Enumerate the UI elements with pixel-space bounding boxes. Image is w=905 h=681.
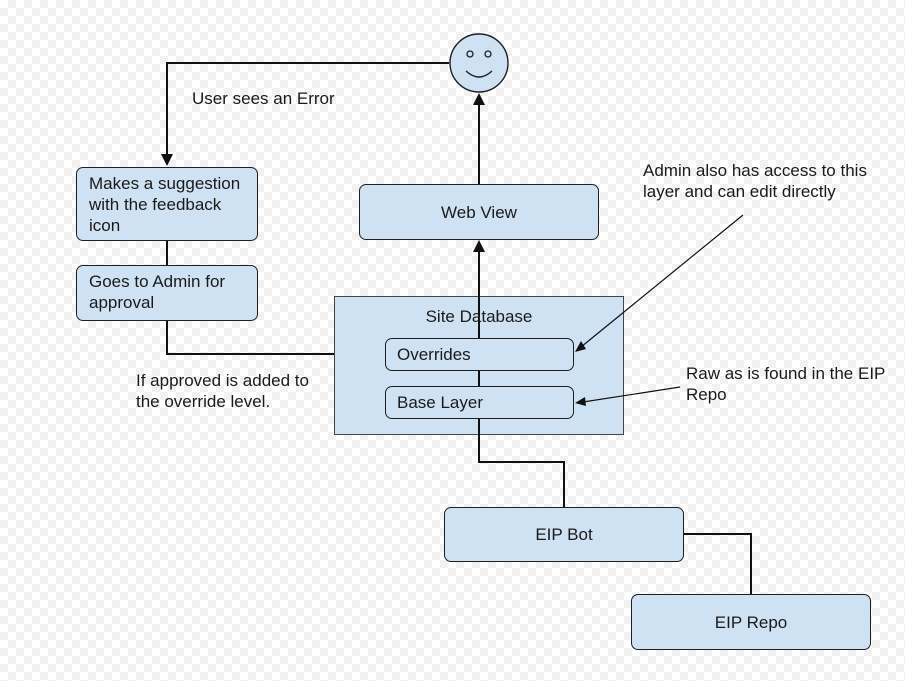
note-raw: Raw as is found in the EIP Repo bbox=[686, 364, 886, 404]
arrowhead-suggestion bbox=[161, 154, 173, 166]
note-admin-access: Admin also has access to this layer and … bbox=[643, 161, 867, 201]
web-view-box: Web View bbox=[359, 184, 599, 240]
connector-baselayer-to-bot bbox=[478, 420, 565, 507]
smiley-face-icon bbox=[449, 33, 509, 93]
base-layer: Base Layer bbox=[385, 386, 574, 419]
suggestion-box: Makes a suggestion with the feedback ico… bbox=[76, 167, 258, 241]
admin-approval-box: Goes to Admin for approval bbox=[76, 265, 258, 321]
connector-face-to-suggestion bbox=[166, 62, 449, 156]
site-database-title: Site Database bbox=[425, 307, 533, 326]
connector-admin-to-overrides bbox=[166, 321, 374, 355]
note-user-error: User sees an Error bbox=[192, 89, 335, 108]
overrides-layer: Overrides bbox=[385, 338, 574, 371]
connector-bot-to-repo bbox=[684, 533, 752, 594]
note-approved: If approved is added to the override lev… bbox=[136, 371, 309, 411]
eip-repo-box: EIP Repo bbox=[631, 594, 871, 650]
eip-bot-box: EIP Bot bbox=[444, 507, 684, 562]
